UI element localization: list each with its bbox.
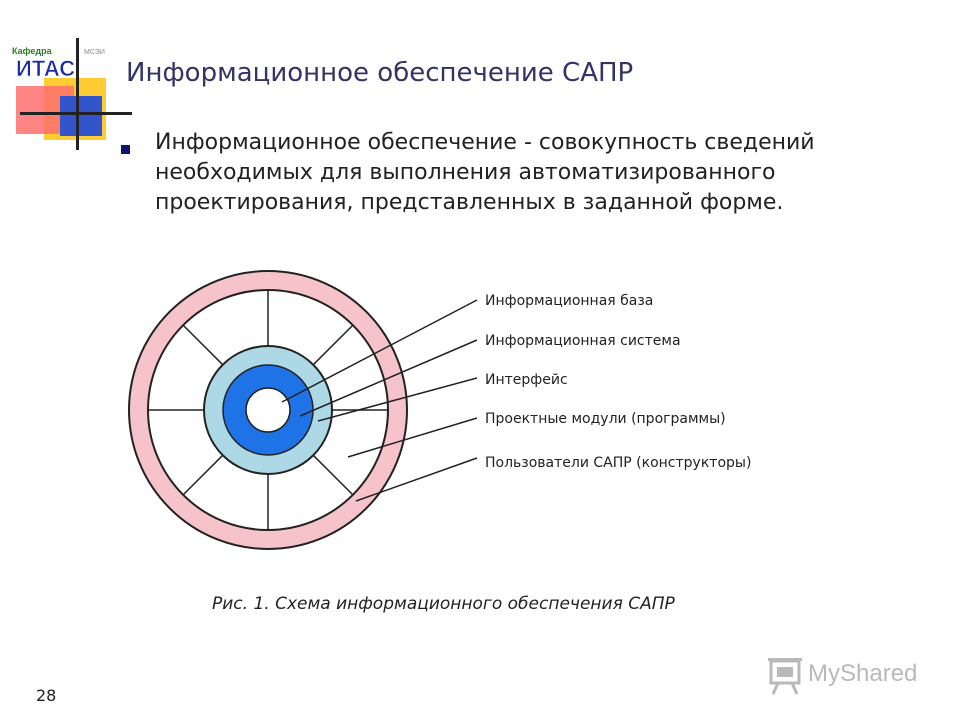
leader-line-base [281,299,478,403]
label-info-base: Информационная база [485,293,653,309]
module-divider-bottom-right [312,454,354,496]
module-divider-bottom-left [182,454,224,496]
logo-text: ИТАС [16,56,75,81]
leader-lines [281,299,478,502]
logo-vertical-line [76,38,79,150]
projector-icon [768,658,802,695]
logo-small-text: МСЭИ [84,49,105,56]
department-logo: Кафедра МСЭИ ИТАС [12,38,132,150]
leader-line-system [299,339,478,417]
module-divider-top-left [182,324,224,366]
label-interface: Интерфейс [485,372,568,388]
leader-line-users [355,457,478,502]
label-project-modules: Проектные модули (программы) [485,411,726,427]
page-number: 28 [36,686,57,705]
bullet-marker [121,145,130,154]
module-divider-top-right [312,324,354,366]
myshared-watermark: MyShared [766,654,936,696]
figure-caption: Рис. 1. Схема информационного обеспечени… [212,594,675,614]
label-cad-users: Пользователи САПР (конструкторы) [485,455,751,471]
logo-horizontal-line [20,112,132,115]
label-info-system: Информационная система [485,333,681,349]
slide-title: Информационное обеспечение САПР [126,58,634,88]
leader-line-modules [347,417,478,458]
definition-text: Информационное обеспечение - совокупност… [155,130,815,215]
module-dividers [148,290,388,530]
logo-blue-square [60,96,102,136]
watermark-text: MyShared [808,660,918,687]
leader-line-interface [317,377,478,422]
logo-caption: Кафедра [12,46,53,56]
base-core [245,387,291,433]
